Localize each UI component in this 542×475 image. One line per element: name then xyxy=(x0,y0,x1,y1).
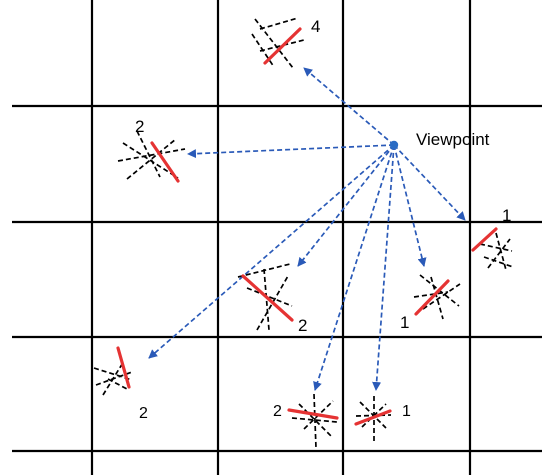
highlight-line xyxy=(116,346,131,389)
viewpoint-dot xyxy=(389,140,399,150)
marker-label-2-bottom: 2 xyxy=(273,403,282,420)
marker-label-1-bottom-right: 1 xyxy=(402,403,411,420)
highlight-line xyxy=(150,141,180,183)
arrow-to-middle-right-label-1 xyxy=(393,144,427,267)
viewpoint-arrows xyxy=(148,67,466,391)
marker-label-1-middle-right: 1 xyxy=(400,313,409,332)
highlight-line xyxy=(287,408,339,420)
arrow-to-right-label-1 xyxy=(393,144,466,221)
dashed-cross-marks xyxy=(237,263,293,331)
dashed-cross-marks xyxy=(251,17,305,69)
dashed-cross-marks xyxy=(117,130,186,180)
arrow-to-middle-label-2 xyxy=(297,144,395,267)
dashed-cross-marks xyxy=(479,232,514,271)
arrow-to-bottom-right-label-1 xyxy=(372,144,395,391)
bottom-label-2-marker: 2 xyxy=(273,393,339,449)
arrow-to-upper-left-label-2 xyxy=(187,144,395,159)
viewpoint-label: Viewpoint xyxy=(416,130,490,149)
middle-label-2-marker: 2 xyxy=(237,263,307,335)
bottom-right-label-1-marker: 1 xyxy=(354,396,411,441)
marker-label-1-right: 1 xyxy=(502,206,511,225)
highlight-line xyxy=(354,409,392,426)
marker-label-2-middle: 2 xyxy=(298,316,307,335)
lower-left-label-2-marker: 2 xyxy=(93,346,148,422)
arrow-to-label-4 xyxy=(303,67,395,146)
highlight-line xyxy=(241,274,294,322)
arrow-to-lower-left-label-2 xyxy=(148,144,395,359)
marker-label-2-lower-left: 2 xyxy=(139,405,148,422)
marker-label-4: 4 xyxy=(311,17,320,36)
highlight-line xyxy=(471,227,498,252)
label-4-marker: 4 xyxy=(251,17,320,69)
arrow-to-bottom-label-2 xyxy=(313,144,395,391)
upper-left-label-2-marker: 2 xyxy=(117,117,186,183)
viewpoint-marker: Viewpoint xyxy=(389,130,490,150)
dashed-cross-marks xyxy=(413,274,461,320)
grid-lines xyxy=(12,0,542,475)
marker-label-2-upper-left: 2 xyxy=(135,117,144,136)
dashed-cross-marks xyxy=(291,393,338,449)
middle-right-label-1-marker: 1 xyxy=(400,274,461,332)
highlight-line xyxy=(414,279,450,316)
right-label-1-marker: 1 xyxy=(471,206,514,271)
highlight-line xyxy=(263,27,302,65)
